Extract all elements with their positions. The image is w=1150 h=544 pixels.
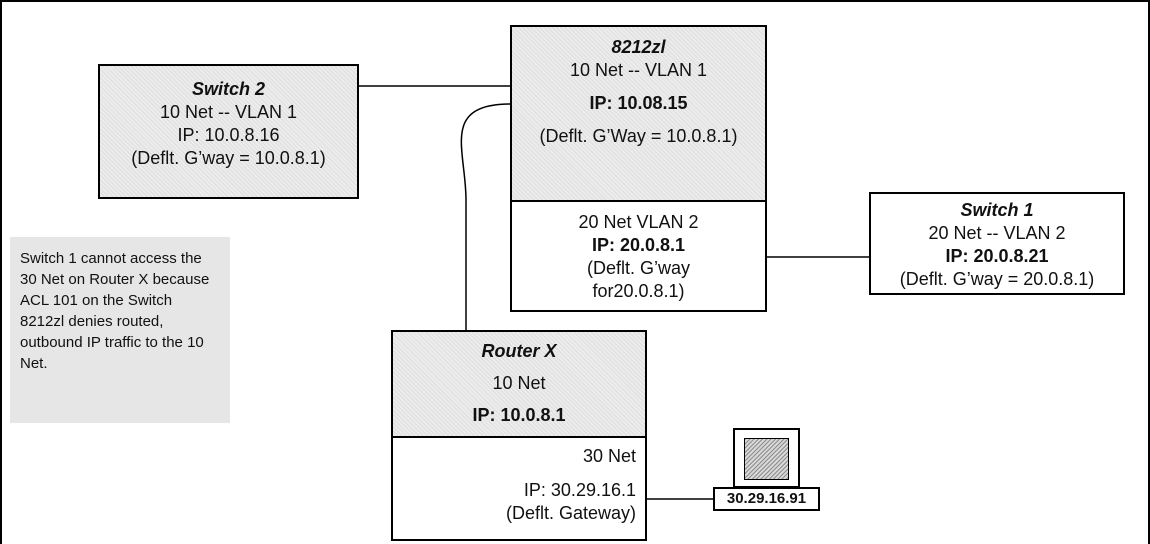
routerx-net30-box: 30 Net IP: 30.29.16.1 (Deflt. Gateway) [391, 436, 647, 541]
router-8212zl-title: 8212zl [611, 37, 666, 57]
host-computer-icon [733, 428, 800, 488]
router-8212zl-vlan2-box: 20 Net VLAN 2 IP: 20.0.8.1 (Deflt. G’way… [510, 200, 767, 312]
acl-note: Switch 1 cannot access the 30 Net on Rou… [10, 237, 230, 423]
routerx-net30-gateway: (Deflt. Gateway) [505, 503, 636, 523]
routerx-title: Router X [481, 341, 557, 361]
link-8212zl-routerx [460, 103, 512, 330]
switch1-title: Switch 1 [960, 200, 1034, 220]
router-8212zl-vlan1-ip: IP: 10.08.15 [589, 93, 688, 113]
host-screen [744, 438, 789, 480]
router-8212zl-vlan2-gateway-for: for20.0.8.1) [592, 281, 685, 301]
switch1-gateway: (Deflt. G’way = 20.0.8.1) [899, 269, 1095, 289]
routerx-net30-label: 30 Net [582, 446, 636, 466]
host-ip: 30.29.16.91 [726, 490, 807, 507]
router-8212zl-vlan2-ip: IP: 20.0.8.1 [591, 235, 686, 255]
router-8212zl-vlan1-label: 10 Net -- VLAN 1 [569, 60, 708, 80]
routerx-net10-box: Router X 10 Net IP: 10.0.8.1 [391, 330, 647, 438]
switch2-gateway: (Deflt. G’way = 10.0.8.1) [131, 148, 326, 168]
switch1-vlan: 20 Net -- VLAN 2 [928, 223, 1066, 243]
router-8212zl-vlan1-gateway: (Deflt. G’Way = 10.0.8.1) [539, 126, 738, 146]
switch1-ip-label: IP: [945, 246, 974, 266]
switch2-vlan: 10 Net -- VLAN 1 [159, 102, 298, 122]
switch2-box: Switch 2 10 Net -- VLAN 1 IP: 10.0.8.16 … [98, 64, 359, 199]
switch1-box: Switch 1 20 Net -- VLAN 2 IP: 20.0.8.21 … [869, 192, 1125, 295]
host-base: 30.29.16.91 [713, 487, 820, 511]
switch1-ip-value: 20.0.8.21 [973, 246, 1049, 266]
router-8212zl-vlan2-gateway: (Deflt. G’way [586, 258, 691, 278]
routerx-net10-ip: IP: 10.0.8.1 [472, 405, 566, 425]
switch1-ip: IP: 20.0.8.21 [871, 245, 1123, 268]
switch2-title: Switch 2 [191, 79, 266, 99]
router-8212zl-vlan1-box: 8212zl 10 Net -- VLAN 1 IP: 10.08.15 (De… [510, 25, 767, 202]
router-8212zl-vlan2-label: 20 Net VLAN 2 [578, 212, 699, 232]
routerx-net30-ip: IP: 30.29.16.1 [523, 480, 636, 500]
switch2-ip: IP: 10.0.8.16 [177, 125, 280, 145]
routerx-net10-label: 10 Net [492, 373, 546, 393]
